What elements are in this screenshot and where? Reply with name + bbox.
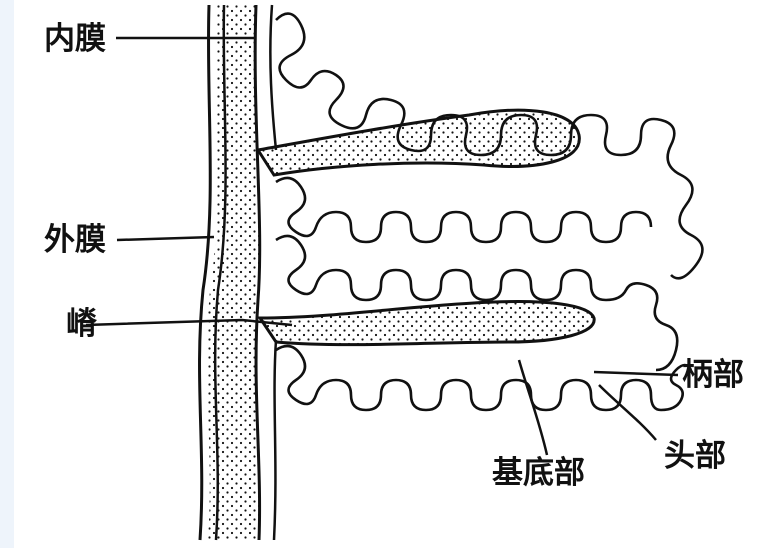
leader-crista	[86, 320, 292, 325]
upper-crista	[258, 110, 579, 175]
intermembrane-space	[207, 5, 260, 540]
middle-wavy-membrane-1	[276, 178, 651, 242]
leader-stalk	[594, 372, 678, 375]
label-crista: 嵴	[66, 309, 97, 340]
leader-base	[519, 360, 547, 455]
label-outer-membrane: 外膜	[44, 225, 106, 256]
outer-membrane-line	[200, 5, 211, 540]
label-inner-membrane: 内膜	[44, 24, 106, 55]
label-stalk: 柄部	[682, 360, 744, 391]
leader-head	[599, 385, 656, 440]
lower-wavy-membrane	[276, 346, 691, 410]
label-base: 基底部	[492, 458, 585, 489]
inner-membrane-line-3	[274, 340, 276, 540]
inner-membrane-line-2	[270, 5, 276, 150]
mitochondrial-membrane-diagram	[14, 0, 770, 548]
label-head: 头部	[664, 441, 726, 472]
leader-outer-membrane	[117, 237, 214, 240]
diagram-canvas: 内膜 外膜 嵴 柄部 基底部 头部	[14, 0, 770, 548]
lower-crista	[260, 302, 594, 345]
